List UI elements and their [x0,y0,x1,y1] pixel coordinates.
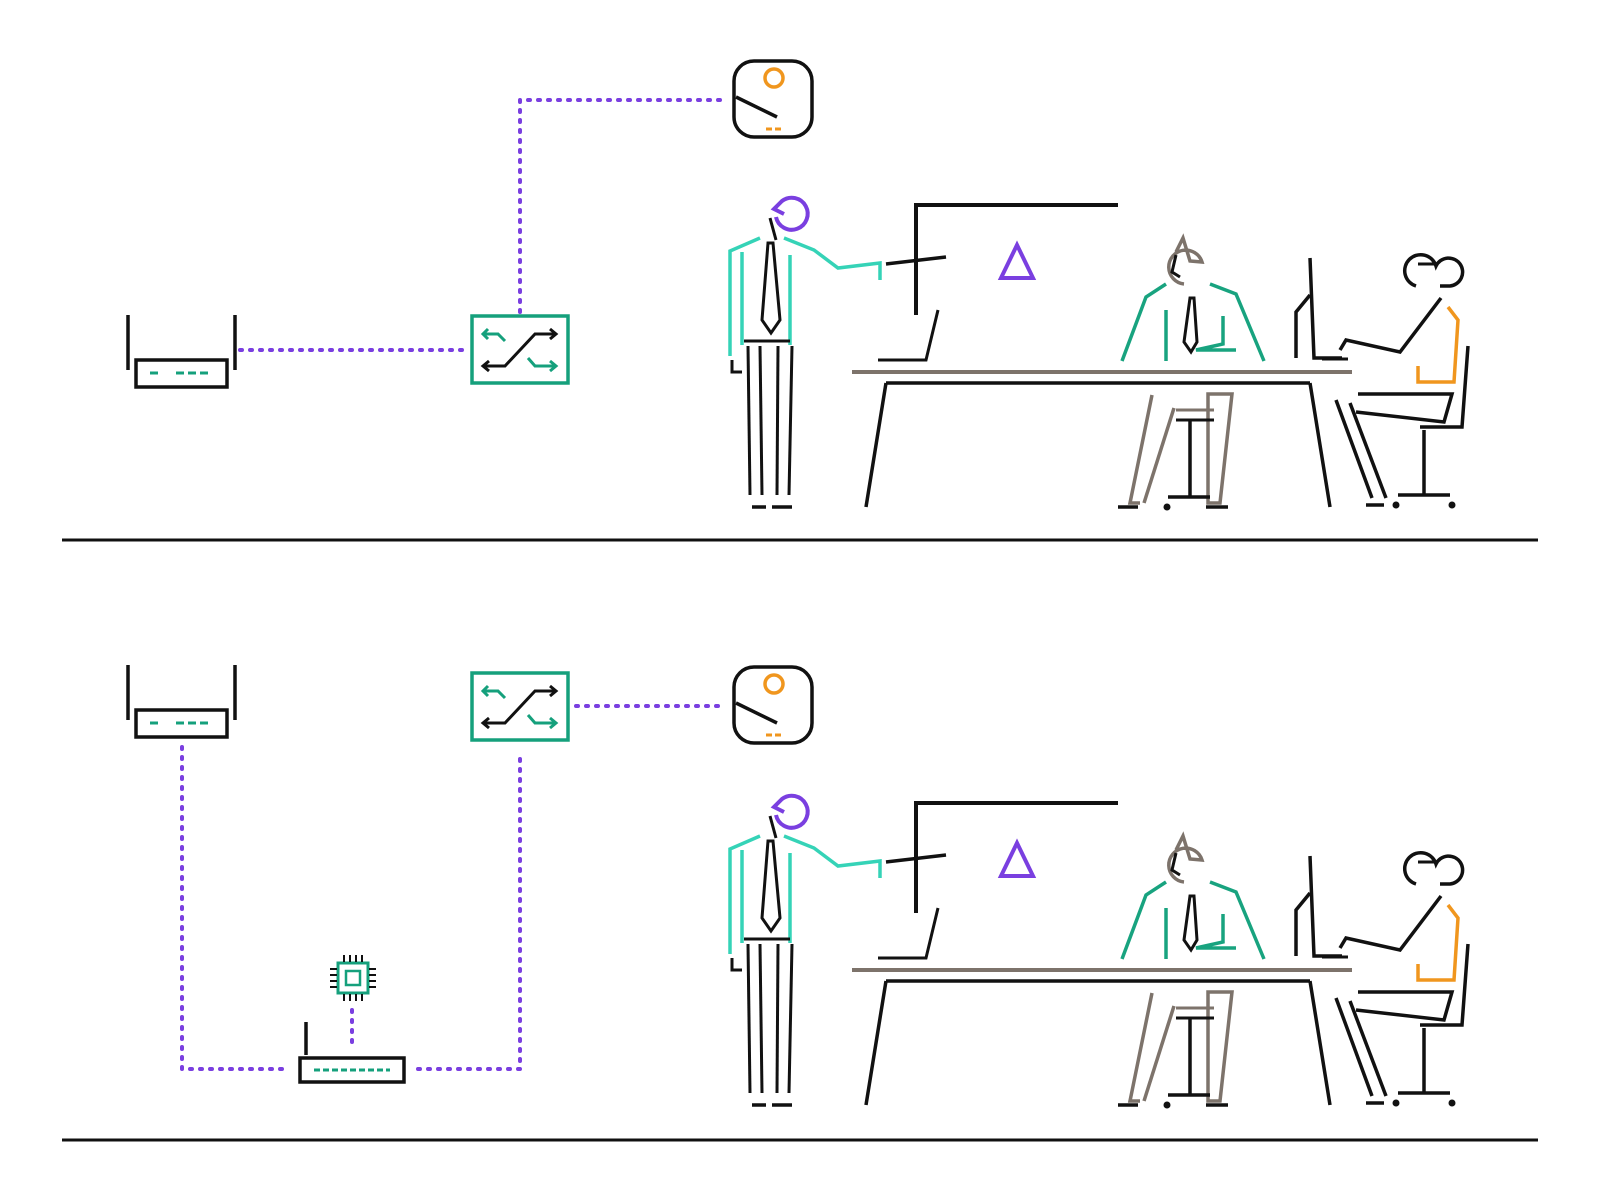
network-switch-icon [470,314,570,385]
security-camera-icon [732,665,814,745]
seated-man [1118,831,1266,1109]
network-switch-icon [470,671,570,742]
seated-woman [1294,252,1470,509]
security-camera-icon [732,59,814,139]
office-scene [728,793,1470,1109]
wifi-router-icon [126,315,237,389]
presenter [728,793,882,1107]
presenter [728,195,882,509]
network-extender-icon [298,1022,406,1084]
presentation-screen [878,203,1118,362]
link-router-extender [180,745,287,1071]
seated-man [1118,233,1266,511]
triangle-icon [997,838,1037,878]
panel-direct-connection [62,59,1538,542]
conference-table [852,968,1352,1106]
link-switch-camera [518,98,722,314]
processor-chip-icon [330,955,376,1001]
wifi-router-icon [126,665,237,739]
triangle-icon [997,240,1037,280]
panel-extended-connection [0,600,1600,1200]
office-scene [728,195,1470,511]
conference-table [852,370,1352,508]
seated-woman [1294,850,1470,1107]
presentation-screen [878,801,1118,960]
link-extender-switch [416,750,522,1071]
